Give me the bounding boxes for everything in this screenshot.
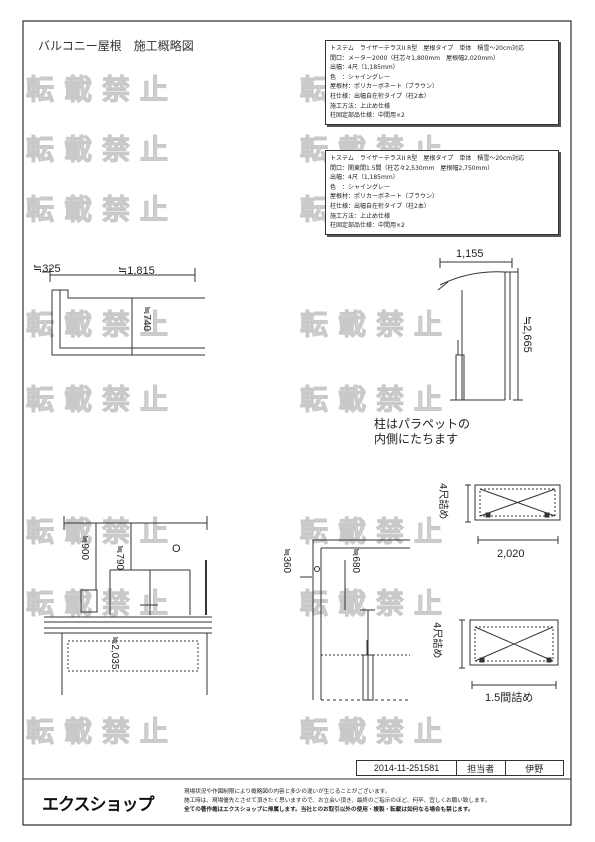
spec-line: 間口：メーター2000（柱芯々1,800mm 屋根幅2,020mm） (330, 54, 500, 62)
elevation-bottom-middle (300, 540, 410, 700)
spec-line: 色 ：シャイングレー (330, 73, 391, 81)
spec-line: 柱仕様：出幅自在桁タイプ（柱2本） (330, 202, 430, 210)
pillar-note-line-1: 柱はパラペットの (374, 417, 471, 431)
footer-info-row: 2014-11-251581 担当者 伊野 (356, 760, 564, 776)
company-logo: エクスショップ (34, 787, 160, 817)
plan-mark: O (172, 543, 181, 555)
plan-bottom-left (44, 516, 212, 695)
spec-line: 柱固定部品仕様：中間用×2 (330, 222, 405, 230)
disclaimer-line-1: 現場状況や作図制限により概略図の内容と多少の違いが生じることがございます。 (184, 789, 391, 795)
dim-740: ≒740 (141, 306, 152, 332)
dim-15ken: 1.5間詰め (485, 692, 534, 704)
person-name: 伊野 (504, 760, 564, 776)
person-label: 担当者 (456, 760, 505, 776)
dim-900: ≒900 (79, 535, 90, 561)
spec-line: 施工方法：上止め仕様 (330, 102, 391, 110)
spec-line: 施工方法：上止め仕様 (330, 212, 391, 220)
spec-line: 柱固定部品仕様：中間用×2 (330, 112, 405, 120)
shaku-note-2: 4尺詰め (431, 622, 442, 659)
spec-line: 柱仕様：出幅自在桁タイプ（柱2本） (330, 92, 430, 100)
disclaimer-line-3: 全ての著作権はエクスショップに帰属します。当社とのお取引以外の使用・複製・転載は… (184, 807, 474, 813)
spec-line: 出幅：4尺（1,185mm） (330, 64, 399, 72)
disclaimer-line-2: 施工時は、現場優先とさせて頂きたく思いますので、お立会い頂き、最終のご指示のほど… (184, 798, 491, 804)
spec-line: トステム ライザーテラスII R型 屋根タイプ 単体 積雪～20cm対応 (330, 155, 525, 162)
spec-line: 出幅：4尺（1,185mm） (330, 174, 399, 182)
dim-2035: ≒2,035 (109, 636, 120, 670)
spec-line: トステム ライザーテラスII R型 屋根タイプ 単体 積雪～20cm対応 (330, 45, 525, 52)
dim-360: ≒360 (281, 548, 292, 574)
dim-1815: ≒1,815 (118, 265, 155, 277)
dim-790: ≒790 (114, 545, 125, 571)
dim-325: ≒325 (33, 263, 61, 275)
elevation-top (438, 258, 523, 400)
spec-line: 色 ：シャイングレー (330, 183, 391, 191)
logo-text: エクスショップ (42, 795, 154, 815)
spec-box-2: トステム ライザーテラスII R型 屋根タイプ 単体 積雪～20cm対応 間口：… (325, 150, 559, 235)
spec-line: 間口：関東間1.5間（柱芯々2,530mm 屋根幅2,750mm） (330, 164, 494, 172)
dim-680: ≒680 (350, 548, 361, 574)
plan-right-1 (465, 485, 560, 544)
plan-parapet-top (42, 268, 205, 355)
drawing-title: バルコニー屋根 施工概略図 (38, 39, 194, 53)
document-id: 2014-11-251581 (356, 760, 457, 776)
dim-1155: 1,155 (456, 248, 484, 260)
spec-line: 屋根材：ポリカーボネート（ブラウン） (330, 83, 439, 91)
pillar-note-line-2: 内側にたちます (374, 432, 459, 446)
dim-2020: 2,020 (497, 548, 525, 560)
plan-right-2 (459, 620, 558, 689)
spec-box-1: トステム ライザーテラスII R型 屋根タイプ 単体 積雪～20cm対応 間口：… (325, 40, 559, 125)
spec-line: 屋根材：ポリカーボネート（ブラウン） (330, 193, 439, 201)
pillar-note: 柱はパラペットの 内側にたちます (374, 417, 470, 447)
shaku-note-1: 4尺詰め (437, 483, 448, 520)
footer-disclaimer: 現場状況や作図制限により概略図の内容と多少の違いが生じることがございます。 施工… (184, 788, 554, 815)
dim-2665: ≒2,665 (521, 316, 533, 353)
